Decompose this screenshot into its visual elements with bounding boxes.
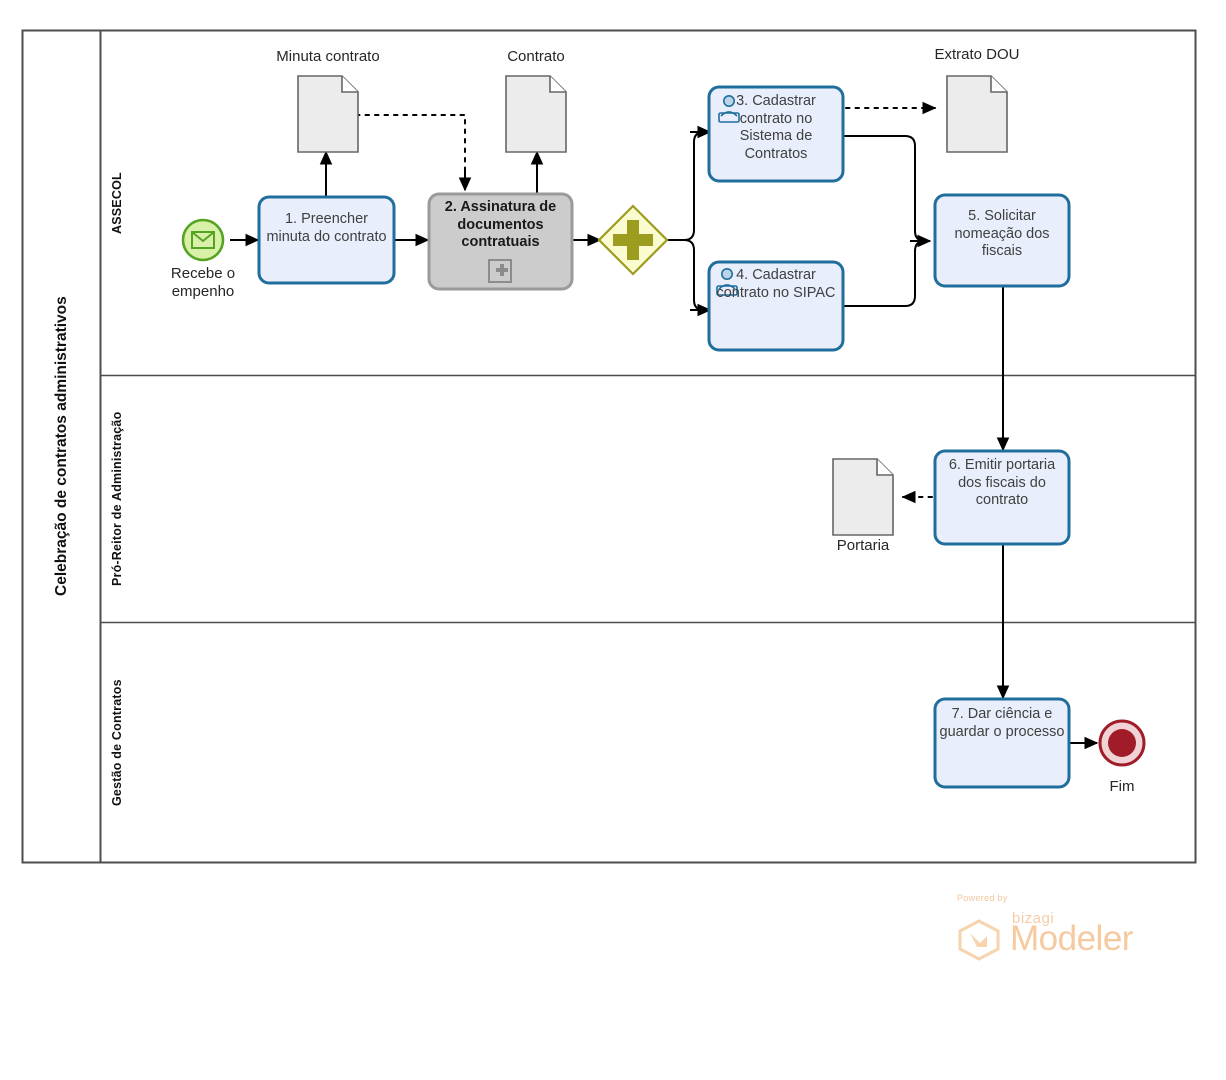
data-objects (297, 75, 1008, 536)
task-6-label[interactable]: 6. Emitir portaria dos fiscais do contra… (948, 457, 1056, 509)
end-event-label: Fim (1109, 778, 1135, 795)
bizagi-wordmark: bizagi (1012, 910, 1055, 927)
task-6-shape (933, 449, 1071, 546)
doc-label-extrato: Extrato DOU (934, 46, 1020, 63)
task-7-shape (933, 697, 1071, 789)
doc-label-minuta: Minuta contrato (276, 48, 380, 65)
task-4-shape (707, 260, 845, 352)
lane-title-assecol: ASSECOL (110, 172, 124, 234)
document-icon-minuta (297, 75, 359, 153)
task-2-label[interactable]: 2. Assinatura de documentos contratuais (444, 199, 557, 251)
document-icon-extrato (946, 75, 1008, 153)
user-task-icon-4 (716, 267, 738, 296)
end-event[interactable] (1098, 719, 1146, 767)
task-1-shape (257, 195, 396, 285)
parallel-gateway[interactable] (597, 204, 669, 276)
lane-title-gestao: Gestão de Contratos (110, 679, 124, 806)
task-7-label[interactable]: 7. Dar ciência e guardar o processo (939, 706, 1065, 740)
modeler-wordmark: Modeler (1010, 919, 1133, 958)
task-2-shape (427, 192, 574, 291)
task-3-label[interactable]: 3. Cadastrar contrato no Sistema de Cont… (736, 93, 816, 163)
start-event-label: Recebe o empenho (170, 265, 236, 301)
doc-label-portaria: Portaria (836, 537, 890, 554)
plus-marker-icon (613, 220, 653, 260)
start-event[interactable] (181, 218, 225, 262)
task-1-label[interactable]: 1. Preencher minuta do contrato (266, 211, 387, 245)
doc-label-contrato: Contrato (507, 48, 565, 65)
task-3-shape (707, 85, 845, 183)
assoc-minuta-contrato (355, 114, 466, 176)
task-5-shape (933, 193, 1071, 288)
powered-by-label: Powered by (957, 893, 1008, 903)
tasks[interactable] (257, 85, 1071, 789)
bizagi-branding: Powered by bizagi Modeler (950, 893, 1160, 963)
task-5-label[interactable]: 5. Solicitar nomeação dos fiscais (954, 208, 1050, 260)
task-4-label[interactable]: 4. Cadastrar contrato no SIPAC (716, 267, 836, 301)
envelope-icon (191, 231, 215, 249)
lane-title-proreitor: Pró-Reitor de Administração (110, 411, 124, 587)
document-icon-portaria (832, 458, 894, 536)
document-icon-contrato (505, 75, 567, 153)
pool-title: Celebração de contratos administrativos (53, 296, 70, 597)
bizagi-hex-icon (958, 919, 1000, 961)
user-task-icon-3 (718, 95, 740, 123)
